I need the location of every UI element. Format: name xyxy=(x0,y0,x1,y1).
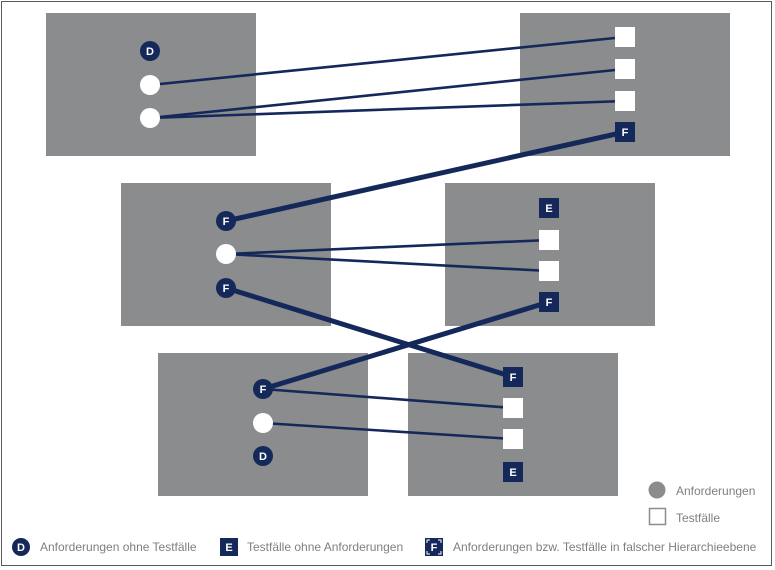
svg-text:E: E xyxy=(509,467,516,479)
legend-f-bracketed-square-icon: F xyxy=(425,538,443,556)
level-3 xyxy=(158,353,618,496)
legend-d-circle-icon: D xyxy=(12,538,30,556)
svg-text:D: D xyxy=(146,46,154,58)
svg-text:F: F xyxy=(223,216,230,228)
legend-e-label: Testfälle ohne Anforderungen xyxy=(247,540,403,554)
badge-d-circle-icon: D xyxy=(140,41,160,61)
legend-f-label: Anforderungen bzw. Testfälle in falscher… xyxy=(453,540,757,554)
badge-f-square-icon: F xyxy=(615,122,635,142)
level-1-testcase-nodes: F xyxy=(615,27,635,142)
testcase-node xyxy=(539,230,559,250)
svg-text:D: D xyxy=(259,451,267,463)
svg-text:E: E xyxy=(545,203,552,215)
link-l2-f-to-l1-f xyxy=(223,129,628,224)
link-l3-f-t1 xyxy=(261,387,515,410)
requirement-node xyxy=(216,244,236,264)
badge-legend: D Anforderungen ohne Testfälle E Testfäl… xyxy=(12,538,757,556)
legend-e-square-icon: E xyxy=(220,538,238,556)
svg-text:D: D xyxy=(17,542,25,554)
link-l1-r1-t1 xyxy=(148,35,627,87)
svg-text:F: F xyxy=(431,542,438,554)
badge-f-circle-icon: F xyxy=(253,379,273,399)
requirement-node xyxy=(253,413,273,433)
shape-legend: Anforderungen Testfälle xyxy=(648,481,755,526)
legend-requirements-label: Anforderungen xyxy=(676,484,755,498)
level-1-requirement-nodes: D xyxy=(140,41,160,128)
requirement-node xyxy=(140,108,160,128)
link-l2-f-to-l3-f xyxy=(223,285,516,380)
level-2-requirement-nodes: F F xyxy=(216,211,236,298)
badge-f-square-icon: F xyxy=(503,367,523,387)
testcase-node xyxy=(615,27,635,47)
svg-text:F: F xyxy=(510,372,517,384)
svg-text:F: F xyxy=(622,127,629,139)
badge-e-square-icon: E xyxy=(539,198,559,218)
testcase-node xyxy=(615,59,635,79)
link-l1-r2-t3 xyxy=(148,99,627,120)
testcase-node xyxy=(503,398,523,418)
svg-text:E: E xyxy=(225,542,232,554)
badge-f-square-icon: F xyxy=(539,292,559,312)
svg-text:F: F xyxy=(546,297,553,309)
outlined-square-icon xyxy=(648,507,667,526)
testcase-node xyxy=(615,91,635,111)
links xyxy=(148,35,628,441)
level-3-testcase-nodes: F E xyxy=(503,367,523,482)
svg-text:F: F xyxy=(223,283,230,295)
testcase-node xyxy=(503,429,523,449)
badge-f-circle-icon: F xyxy=(216,211,236,231)
legend-d-label: Anforderungen ohne Testfälle xyxy=(40,540,197,554)
link-l1-r2-t2 xyxy=(148,67,627,120)
link-l3-r-t2 xyxy=(261,421,515,441)
badge-e-square-icon: E xyxy=(503,462,523,482)
level-2-testcase-nodes: E F xyxy=(539,198,559,312)
legend-testcases-label: Testfälle xyxy=(676,511,720,525)
grey-circle-icon xyxy=(648,481,666,499)
link-l2-r-t2 xyxy=(224,252,551,273)
badge-f-circle-icon: F xyxy=(216,278,236,298)
link-l3-f-to-l2-f xyxy=(260,299,552,392)
link-l2-r-t1 xyxy=(224,238,551,256)
svg-text:F: F xyxy=(260,384,267,396)
level-3-requirement-nodes: F D xyxy=(253,379,273,466)
badge-d-circle-icon: D xyxy=(253,446,273,466)
testcase-node xyxy=(539,261,559,281)
level-2 xyxy=(121,183,655,326)
requirement-node xyxy=(140,75,160,95)
